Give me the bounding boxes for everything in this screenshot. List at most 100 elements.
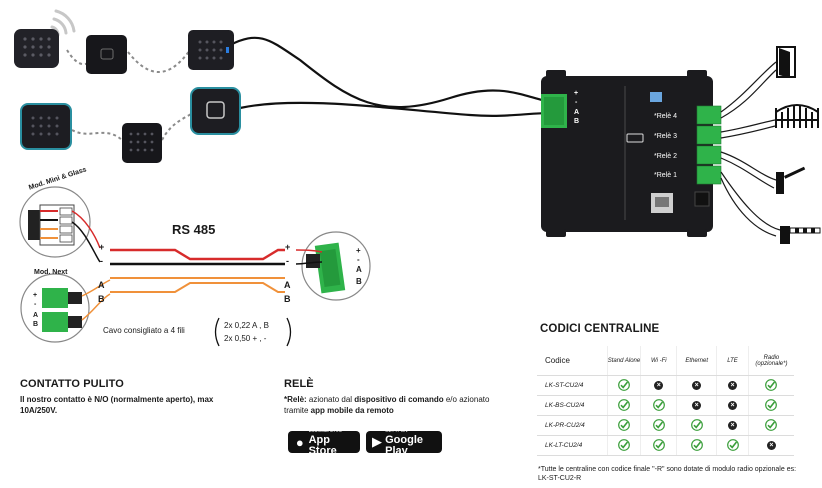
keypad-device-wifi <box>14 29 59 68</box>
check-icon <box>747 375 794 396</box>
bus-label-minus: - <box>575 99 578 106</box>
codes-row: LK-LT-CU2/4 × <box>537 435 794 456</box>
header-ethernet: Ethernet <box>676 346 717 376</box>
header-wifi: Wi -Fi <box>640 346 677 376</box>
cross-icon: × <box>716 415 749 436</box>
codes-row: LK-PR-CU2/4 × <box>537 415 794 436</box>
check-icon <box>606 435 641 456</box>
check-icon <box>747 395 794 416</box>
cross-icon: × <box>716 395 749 416</box>
wire-rele1 <box>720 171 781 231</box>
rele-text2: e/o azionato tramite <box>284 395 490 415</box>
check-icon <box>640 395 677 416</box>
relay-label-4: *Relè 4 <box>654 113 677 120</box>
check-icon <box>676 415 717 436</box>
rele-text1: azionato dal <box>306 395 355 404</box>
codes-row: LK-ST-CU2/4××× <box>537 375 794 396</box>
barrier-icon <box>776 166 806 194</box>
mini-conn-plus: + <box>33 292 38 299</box>
wire-rele4 <box>720 61 777 113</box>
keypad-device-bottom <box>122 123 162 163</box>
google-play-badge[interactable]: ▶ GET IT ON Google Play <box>366 428 442 457</box>
wire-rele3 <box>720 119 776 133</box>
left-terminal-plus: + <box>99 242 105 252</box>
left-terminal-b: B <box>98 294 105 304</box>
cable-reader-to-keypad <box>127 49 191 73</box>
next-reader-device <box>190 87 241 135</box>
rele-title: RELÈ <box>284 378 314 390</box>
next-connector-detail <box>20 273 111 343</box>
cross-icon: × <box>716 375 749 396</box>
check-icon <box>640 415 677 436</box>
code-cell: LK-LT-CU2/4 <box>537 435 608 456</box>
code-cell: LK-BS-CU2/4 <box>537 395 608 416</box>
right-terminal-a: A <box>284 280 291 290</box>
cable-spec-brace-left <box>214 317 220 347</box>
rele-bold1: *Relè: <box>284 395 307 404</box>
check-icon <box>716 435 749 456</box>
play-icon: ▶ <box>372 434 383 449</box>
header-radio: Radio (opzionale*) <box>747 346 794 376</box>
cable-spec-brace-right <box>286 317 292 347</box>
codici-footnote: *Tutte le centraline con codice finale "… <box>538 466 797 482</box>
wire-rele2b <box>720 157 775 189</box>
ctrl-conn-a: A <box>356 265 362 274</box>
right-terminal-plus: + <box>285 242 291 252</box>
wire-rele2 <box>720 151 777 181</box>
codici-title: CODICI CENTRALINE <box>540 323 660 335</box>
bus-label-b: B <box>574 118 580 125</box>
check-icon <box>747 415 794 436</box>
google-play-small-text: GET IT ON <box>385 428 408 433</box>
barrier-arm-icon <box>780 226 821 244</box>
wire-rele1b <box>720 177 777 237</box>
cable-keypad-to-controller <box>229 36 561 109</box>
code-cell: LK-PR-CU2/4 <box>537 415 608 436</box>
codes-table: Codice Stand Alone Wi -Fi Ethernet LTE R… <box>537 346 794 456</box>
codes-row: LK-BS-CU2/4 ×× <box>537 395 794 416</box>
header-codice: Codice <box>537 346 608 376</box>
wire-rele4b <box>720 69 777 119</box>
wire-rele3b <box>720 125 776 139</box>
ctrl-conn-plus: + <box>356 246 361 255</box>
cross-icon: × <box>747 435 794 456</box>
rs485-title: RS 485 <box>172 222 216 237</box>
cable-next-to-controller <box>239 101 561 117</box>
google-play-big-text: Google Play <box>385 434 423 457</box>
controller-unit <box>541 70 722 237</box>
glass-keypad-device <box>20 103 72 150</box>
cable-spec-line1: 2x 0,22 A , B <box>224 321 269 330</box>
bus-label-a: A <box>574 109 580 116</box>
keypad-device-top <box>188 30 234 70</box>
gate-icon <box>775 104 819 128</box>
codes-header-row: Codice Stand Alone Wi -Fi Ethernet LTE R… <box>537 346 794 376</box>
apple-icon: ● <box>295 434 304 450</box>
controller-connector-detail <box>295 231 371 301</box>
cross-icon: × <box>676 395 717 416</box>
cross-icon: × <box>640 375 677 396</box>
app-store-small-text: Download on the <box>308 428 343 433</box>
mini-conn-a: A <box>33 312 39 319</box>
mini-glass-connector-detail <box>19 186 101 263</box>
card-reader-device <box>86 35 127 74</box>
rs485-lines <box>110 248 285 293</box>
next-label: Mod. Next <box>34 269 68 276</box>
app-store-badge[interactable]: ● Download on the App Store <box>288 428 360 457</box>
left-terminal-minus: - <box>100 256 103 266</box>
contatto-title: CONTATTO PULITO <box>20 378 124 390</box>
left-terminal-a: A <box>98 280 105 290</box>
header-lte: LTE <box>716 346 749 376</box>
relay-label-3: *Relè 3 <box>654 133 677 140</box>
rele-bold2: dispositivo di comando <box>354 395 444 404</box>
cable-label: Cavo consigliato a 4 fili <box>103 326 185 335</box>
check-icon <box>676 435 717 456</box>
door-icon <box>776 46 796 78</box>
check-icon <box>640 435 677 456</box>
header-stand-alone: Stand Alone <box>606 346 641 376</box>
cable-spec-line2: 2x 0,50 + , - <box>224 334 267 343</box>
code-cell: LK-ST-CU2/4 <box>537 375 608 396</box>
relay-label-1: *Relè 1 <box>654 172 677 179</box>
check-icon <box>606 415 641 436</box>
check-icon <box>606 395 641 416</box>
rele-bold3: app mobile da remoto <box>310 406 394 415</box>
